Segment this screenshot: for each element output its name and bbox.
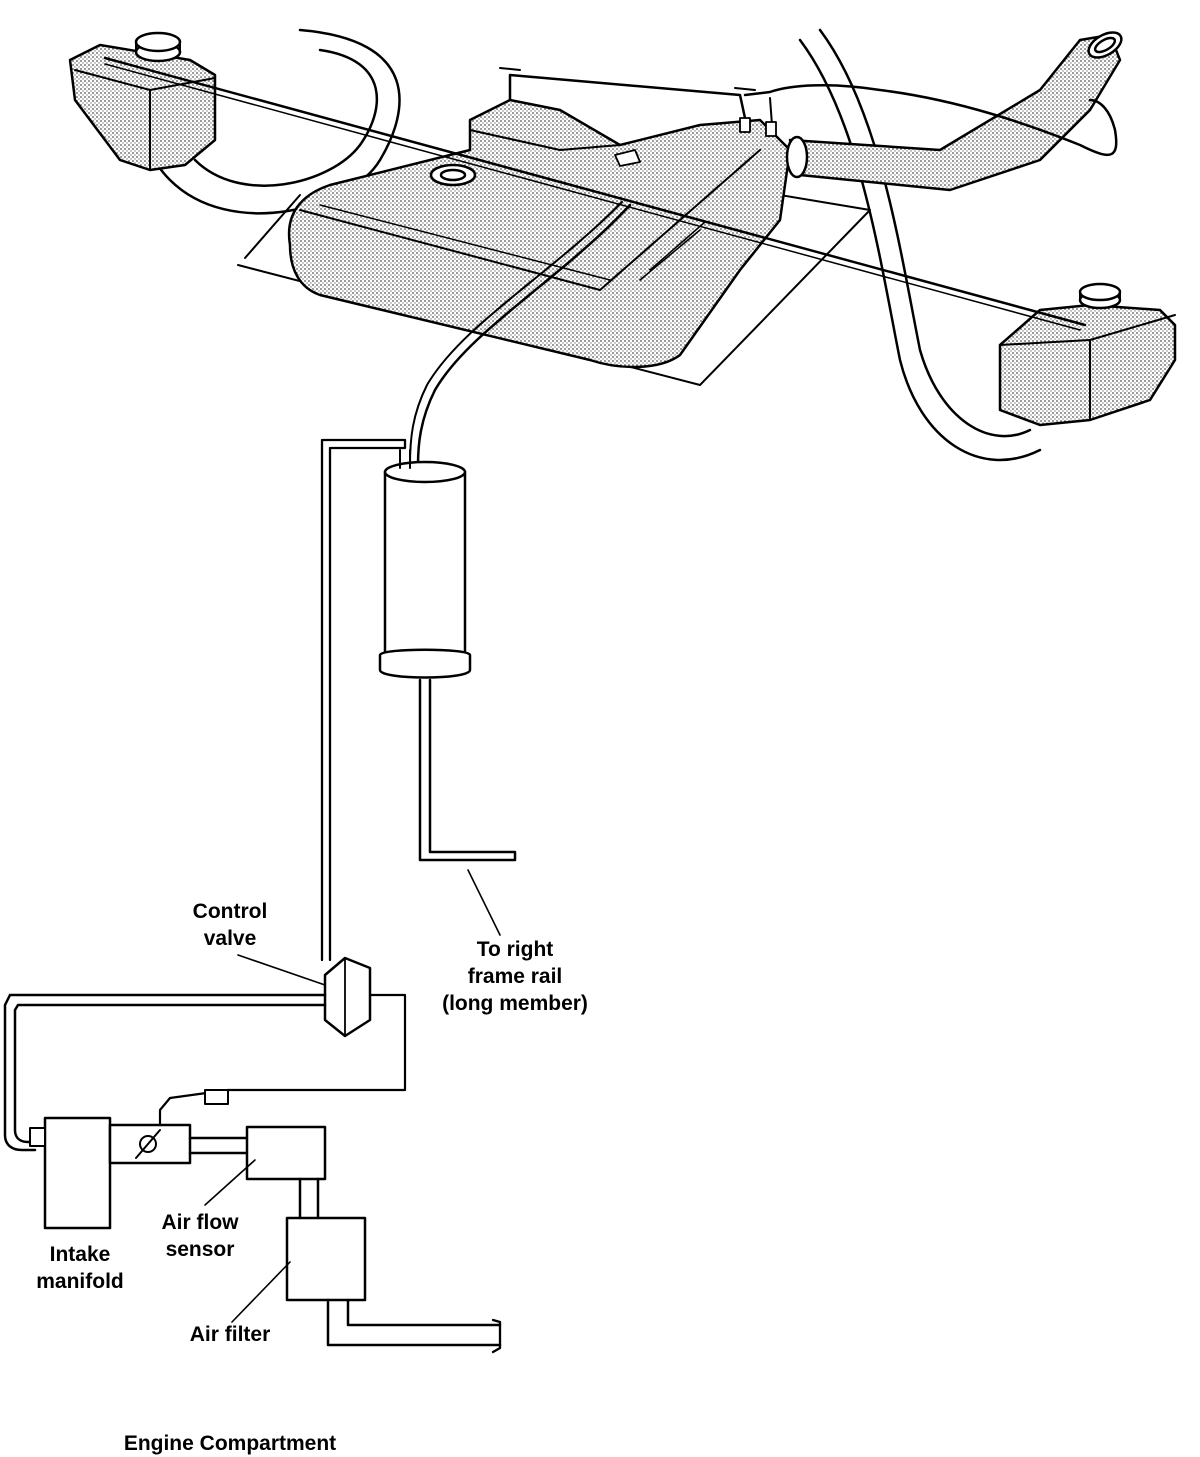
air-filter	[285, 1216, 367, 1302]
air-intake-snorkel	[326, 1298, 502, 1347]
fuel-tank	[287, 98, 792, 369]
left-expansion-tank	[68, 31, 217, 172]
valve-to-manifold-hose	[3, 993, 327, 1152]
canister-drain-pipe	[418, 678, 517, 862]
air-flow-sensor	[245, 1125, 327, 1181]
right-expansion-tank	[998, 282, 1177, 427]
intake-duct	[188, 1136, 249, 1155]
charcoal-canister	[378, 449, 472, 679]
vent-line-diagonal	[103, 56, 1087, 327]
label-intake-manifold: Intake manifold	[36, 1243, 124, 1293]
filler-neck	[785, 31, 1123, 192]
tank-vent-piping	[499, 67, 1118, 157]
label-to-right-frame-rail: To right frame rail (long member)	[442, 938, 588, 1015]
valve-vacuum-line	[158, 993, 407, 1127]
label-control-valve: Control valve	[192, 900, 268, 950]
tank-to-canister-line	[416, 203, 632, 467]
label-air-filter: Air filter	[189, 1323, 271, 1346]
label-air-flow-sensor: Air flow sensor	[161, 1211, 239, 1261]
vacuum-line-filter	[204, 1089, 229, 1105]
label-engine-compartment: Engine Compartment	[123, 1432, 337, 1455]
control-valve	[323, 956, 372, 1038]
purge-line	[320, 438, 407, 962]
leader-lines	[204, 869, 501, 1323]
intake-manifold	[43, 1116, 112, 1230]
